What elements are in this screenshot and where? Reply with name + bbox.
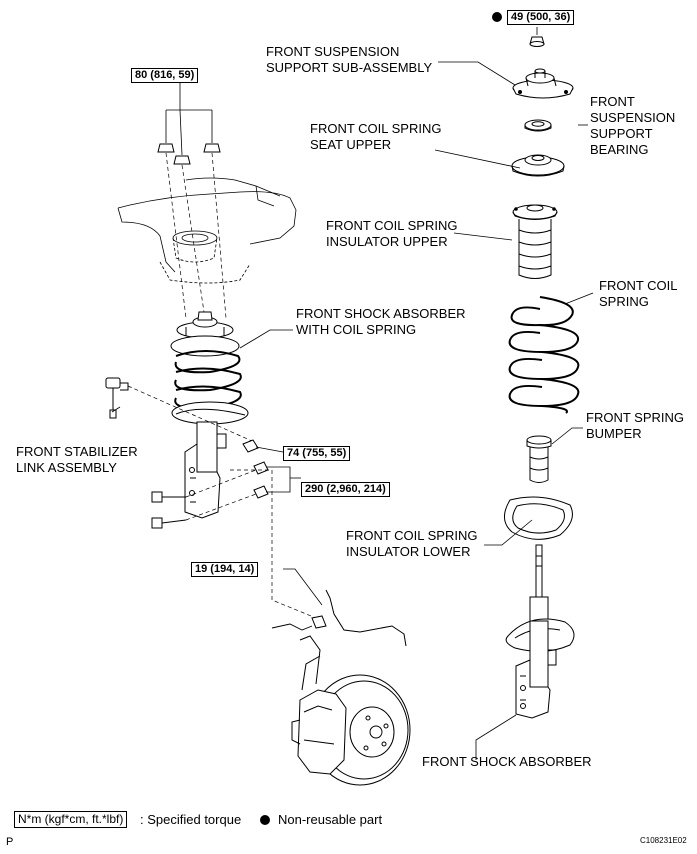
label-coil-spring-insulator-lower: FRONT COIL SPRING INSULATOR LOWER: [346, 528, 478, 559]
label-shock-absorber: FRONT SHOCK ABSORBER: [422, 754, 592, 769]
label-stabilizer-link: FRONT STABILIZER LINK ASSEMBLY: [16, 444, 138, 475]
label-coil-spring-seat-upper: FRONT COIL SPRING SEAT UPPER: [310, 121, 442, 152]
label-coil-spring-insulator-upper: FRONT COIL SPRING INSULATOR UPPER: [326, 218, 458, 249]
torque-sensor-bolt: 19 (194, 14): [191, 562, 259, 577]
torque-top-nut: 49 (500, 36): [507, 10, 575, 25]
knuckle-nuts: [253, 461, 269, 499]
non-reusable-dot-top: [492, 12, 502, 22]
legend-non-reusable: Non-reusable part: [278, 812, 383, 827]
torque-leaders: [255, 27, 538, 606]
coil-spring-insulator-upper: [512, 204, 558, 279]
shock-absorber: [505, 544, 575, 719]
coil-spring-seat-upper: [511, 154, 565, 177]
stabilizer-link: [105, 377, 253, 442]
coil-spring: [508, 296, 580, 414]
stabilizer-nut: [242, 439, 259, 453]
spring-bumper: [526, 435, 552, 483]
label-spring-bumper: FRONT SPRING BUMPER: [586, 410, 684, 441]
non-reusable-dot-legend: [260, 815, 270, 825]
legend-torque-desc: : Specified torque: [140, 812, 242, 827]
knuckle-brake: [271, 589, 411, 786]
torque-leader-80: [165, 82, 213, 156]
alignment-lines: [165, 152, 227, 319]
page-mark: P: [6, 836, 14, 848]
label-shock-with-coil-spring: FRONT SHOCK ABSORBER WITH COIL SPRING: [296, 306, 466, 337]
legend-torque-unit: N*m (kgf*cm, ft.*lbf): [14, 811, 128, 828]
knuckle-bolts: [151, 491, 187, 529]
shock-with-spring: [170, 311, 249, 519]
label-support-sub-assembly: FRONT SUSPENSION SUPPORT SUB-ASSEMBLY: [266, 44, 433, 75]
label-leaders: [111, 61, 594, 760]
torque-upper-mount-nuts: 80 (816, 59): [131, 68, 199, 83]
upper-mount-nuts: [157, 143, 221, 165]
top-nut: [529, 36, 545, 47]
label-support-bearing: FRONT SUSPENSION SUPPORT BEARING: [590, 94, 676, 157]
label-coil-spring: FRONT COIL SPRING: [599, 278, 678, 309]
figure-id: C108231E02: [640, 836, 687, 845]
suspension-support: [512, 68, 574, 99]
body-tower: [117, 177, 297, 284]
coil-spring-insulator-lower: [504, 496, 573, 540]
support-bearing: [524, 119, 552, 132]
torque-stabilizer-nut: 74 (755, 55): [283, 446, 351, 461]
torque-knuckle-nuts: 290 (2,960, 214): [301, 482, 390, 497]
bolt-alignment-lines: [185, 469, 317, 619]
